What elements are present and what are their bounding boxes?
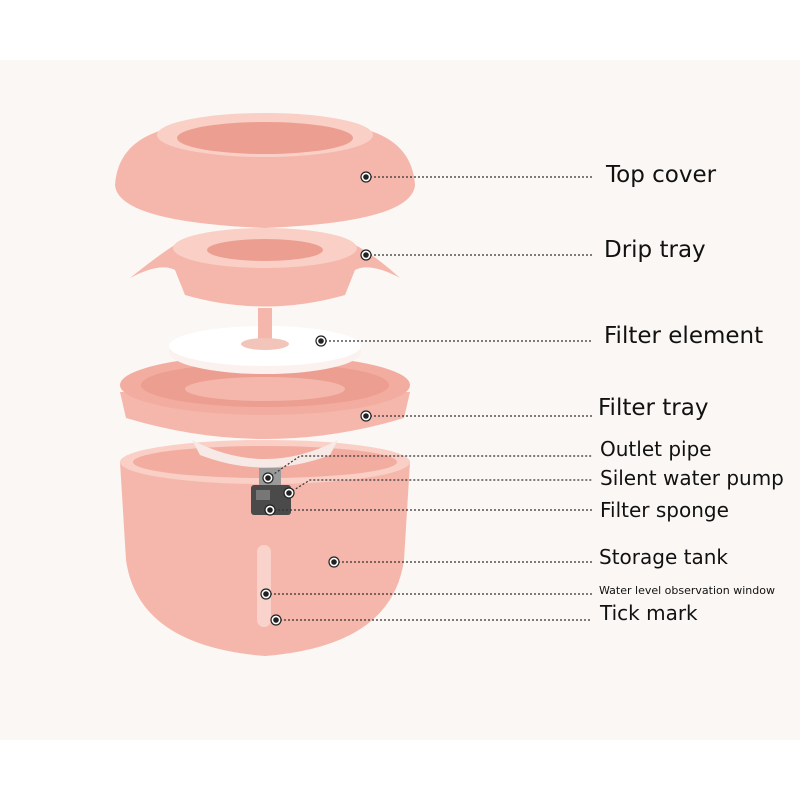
label-top-cover: Top cover xyxy=(606,162,717,188)
label-filter-tray: Filter tray xyxy=(598,395,709,421)
callout-dot-center-water-level-window xyxy=(263,591,269,597)
label-filter-sponge: Filter sponge xyxy=(600,498,729,522)
top-cover-part xyxy=(115,113,415,228)
callout-dot-center-outlet-pipe xyxy=(265,475,271,481)
label-silent-water-pump: Silent water pump xyxy=(600,466,784,490)
label-outlet-pipe: Outlet pipe xyxy=(600,437,712,461)
callout-dot-center-drip-tray xyxy=(363,252,369,258)
filter-tray-part xyxy=(120,355,410,468)
callout-dot-center-top-cover xyxy=(363,174,369,180)
callout-dot-center-filter-element xyxy=(318,338,324,344)
label-water-level-window: Water level observation window xyxy=(599,584,775,597)
callout-dot-center-filter-sponge xyxy=(267,507,273,513)
callout-dot-center-filter-tray xyxy=(363,413,369,419)
label-tick-mark: Tick mark xyxy=(600,601,698,625)
filter-element-part xyxy=(169,308,361,374)
leader-line-silent-water-pump xyxy=(288,479,592,494)
leader-line-outlet-pipe xyxy=(267,455,592,479)
callout-dot-center-storage-tank xyxy=(331,559,337,565)
label-drip-tray: Drip tray xyxy=(604,237,706,263)
callout-dot-center-tick-mark xyxy=(273,617,279,623)
label-storage-tank: Storage tank xyxy=(599,545,728,569)
callout-dot-center-silent-water-pump xyxy=(286,490,292,496)
water-level-window-slot xyxy=(257,545,271,627)
label-filter-element: Filter element xyxy=(604,323,764,349)
drip-tray-part xyxy=(130,228,400,307)
